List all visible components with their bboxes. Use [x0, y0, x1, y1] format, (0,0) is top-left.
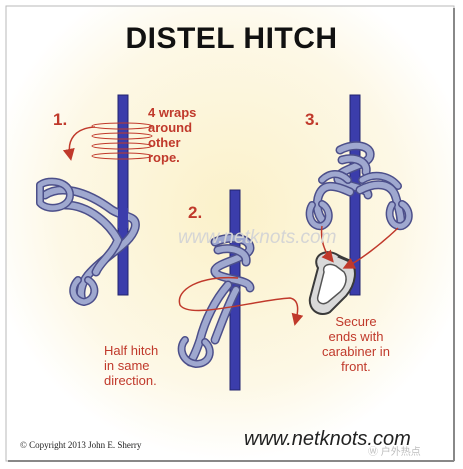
- step3-number: 3.: [305, 110, 320, 129]
- clip-arrow-left: [320, 225, 334, 263]
- half-hitch-arrow: [178, 276, 304, 326]
- main-rope-1: [117, 94, 129, 296]
- cord-1: [36, 177, 140, 306]
- step3-note: Secure ends with carabiner in front.: [322, 314, 390, 374]
- corner-watermark: Ⓦ 户外热点: [368, 447, 421, 458]
- diagram-title: DISTEL HITCH: [125, 22, 338, 55]
- step2-note: Half hitch in same direction.: [104, 343, 159, 388]
- step1-illustration: [36, 94, 153, 306]
- step1-note: 4 wraps around other rope.: [148, 105, 197, 165]
- clip-arrow-right: [342, 227, 399, 269]
- step1-number: 1.: [53, 110, 68, 129]
- watermark: www.netknots.com: [178, 227, 337, 248]
- step3-illustration: [305, 94, 413, 316]
- website-footer: www.netknots.com: [244, 428, 411, 450]
- wrap-direction-arrow: [62, 126, 96, 161]
- step2-number: 2.: [188, 203, 203, 222]
- cord-3: [305, 141, 413, 231]
- copyright-text: © Copyright 2013 John E. Sherry: [20, 440, 142, 450]
- cord-2: [177, 233, 255, 368]
- step2-illustration: [177, 189, 304, 391]
